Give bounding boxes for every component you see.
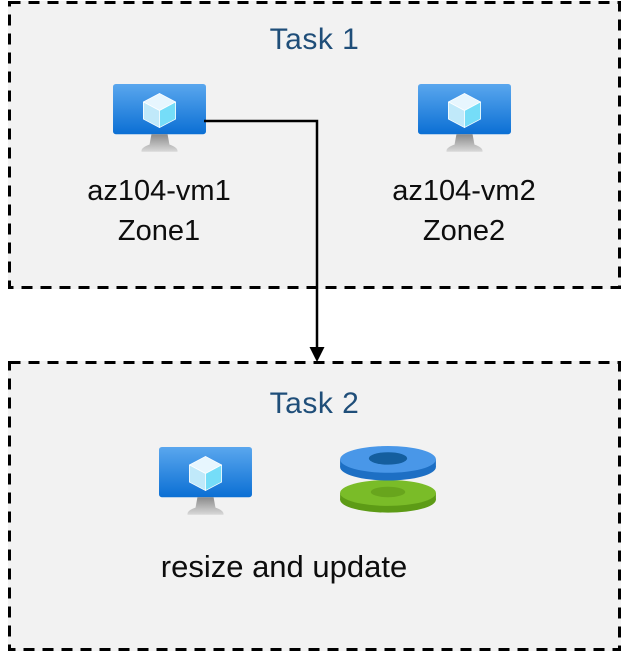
task2-title: Task 2 <box>269 387 360 420</box>
vm-name: az104-vm2 <box>392 175 536 207</box>
virtual-machine-icon <box>158 446 253 525</box>
vm-unit-az104-vm2: az104-vm2 Zone2 <box>364 83 564 251</box>
vm-zone: Zone1 <box>117 215 201 247</box>
action-label: resize and update <box>160 549 408 584</box>
task1-title: Task 1 <box>269 23 360 56</box>
stacked-disks-icon <box>338 445 438 519</box>
vm-unit-az104-vm1: az104-vm1 Zone1 <box>59 83 259 251</box>
task2-dashed-border <box>8 361 621 651</box>
vm-name: az104-vm1 <box>87 175 231 207</box>
virtual-machine-icon <box>112 83 207 162</box>
task2-box: Task 2 <box>8 361 621 651</box>
vm-label: az104-vm1 Zone1 <box>59 171 259 251</box>
vm-label: az104-vm2 Zone2 <box>364 171 564 251</box>
virtual-machine-icon <box>417 83 512 162</box>
vm-zone: Zone2 <box>422 215 506 247</box>
